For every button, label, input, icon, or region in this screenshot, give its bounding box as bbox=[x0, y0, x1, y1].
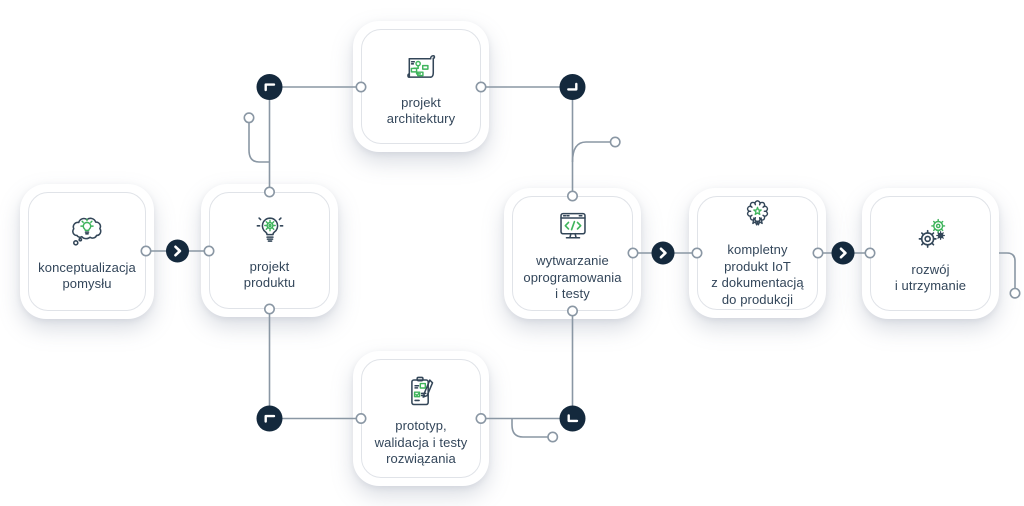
curl-top-right bbox=[571, 141, 611, 163]
prototype-checklist-icon bbox=[398, 369, 444, 415]
card-border: projekt architektury bbox=[361, 29, 481, 144]
software-monitor-icon bbox=[550, 204, 596, 250]
arrow-node-chevron-icon bbox=[831, 241, 855, 265]
turn-top-left-icon bbox=[256, 74, 283, 100]
turn-bottom-right-icon bbox=[559, 405, 586, 432]
gears-icon bbox=[908, 213, 954, 259]
curl-bottom-right bbox=[511, 418, 548, 438]
step-label: projekt architektury bbox=[386, 94, 456, 127]
step-card-projekt-produktu: projekt produktu bbox=[201, 184, 338, 317]
step-card-projekt-architektury: projekt architektury bbox=[353, 21, 489, 152]
step-card-konceptualizacja-pomyslu: konceptualizacja pomysłu bbox=[20, 184, 154, 319]
card-border: kompletny produkt IoT z dokumentacją do … bbox=[697, 196, 818, 310]
arrow-node-chevron-icon bbox=[651, 241, 675, 265]
card-border: wytwarzanie oprogramowania i testy bbox=[512, 196, 633, 311]
step-label: konceptualizacja pomysłu bbox=[38, 259, 136, 292]
card-border: konceptualizacja pomysłu bbox=[28, 192, 146, 311]
step-label: rozwój i utrzymanie bbox=[894, 261, 967, 294]
card-border: rozwój i utrzymanie bbox=[870, 196, 991, 311]
curl-top-left bbox=[248, 122, 270, 163]
step-label: wytwarzanie oprogramowania i testy bbox=[523, 253, 622, 302]
idea-cloud-icon bbox=[64, 211, 110, 257]
step-card-kompletny-produkt-iot: kompletny produkt IoT z dokumentacją do … bbox=[689, 188, 826, 318]
turn-bottom-left-icon bbox=[256, 405, 283, 432]
architecture-plan-icon bbox=[398, 46, 444, 92]
bulb-gear-icon bbox=[247, 210, 293, 256]
step-card-wytwarzanie-oprogramowania: wytwarzanie oprogramowania i testy bbox=[504, 188, 641, 319]
step-label: projekt produktu bbox=[243, 258, 296, 291]
curl-exit-right bbox=[999, 252, 1016, 289]
award-badge-icon bbox=[737, 198, 778, 239]
step-card-rozwoj-utrzymanie: rozwój i utrzymanie bbox=[862, 188, 999, 319]
card-border: prototyp, walidacja i testy rozwiązania bbox=[361, 359, 481, 478]
arrow-node-chevron-icon bbox=[166, 239, 189, 263]
step-label: kompletny produkt IoT z dokumentacją do … bbox=[711, 242, 804, 307]
card-border: projekt produktu bbox=[209, 192, 330, 309]
step-card-prototyp-walidacja-testy: prototyp, walidacja i testy rozwiązania bbox=[353, 351, 489, 486]
turn-top-right-icon bbox=[559, 74, 586, 100]
step-label: prototyp, walidacja i testy rozwiązania bbox=[374, 418, 468, 467]
